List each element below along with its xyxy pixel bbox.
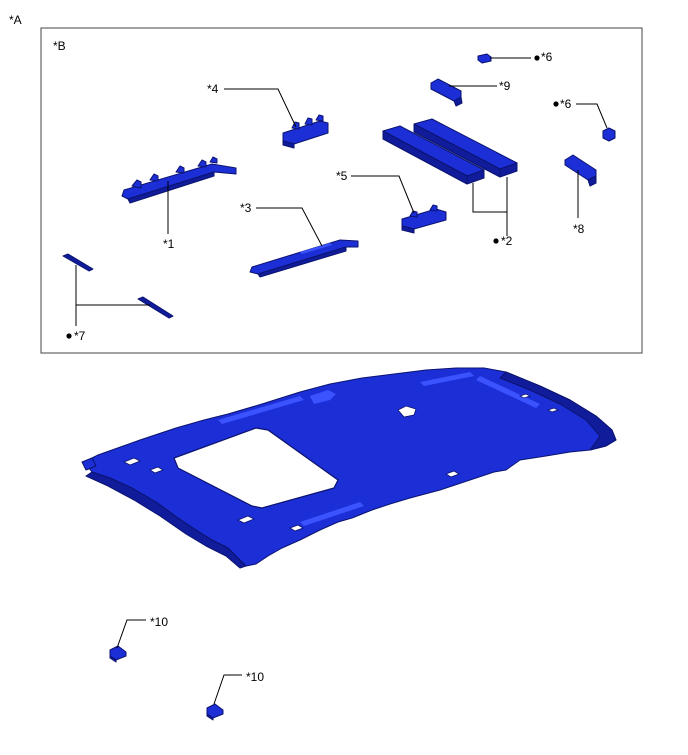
view-label-a: *A (9, 13, 22, 27)
leader-5 (351, 175, 415, 214)
leader-6b (576, 103, 608, 129)
part-6-clip-right (602, 127, 616, 142)
part-4-bracket (282, 114, 329, 149)
part-8-block (564, 154, 597, 187)
leader-7 (75, 265, 150, 326)
sunroof-opening (173, 427, 339, 509)
part-10-clip-b (206, 703, 224, 721)
bullet-2 (493, 238, 499, 244)
part-6-clip-top (477, 53, 492, 64)
leader-2 (472, 177, 508, 236)
part-5-bracket (401, 204, 447, 234)
callout-7: *7 (74, 329, 86, 343)
leader-4 (224, 88, 297, 128)
part-9-block (430, 78, 463, 107)
callout-9: *9 (499, 79, 511, 93)
callout-8: *8 (573, 222, 585, 236)
callout-3: *3 (240, 201, 252, 215)
inset-frame (40, 27, 643, 354)
leader-10a (116, 619, 146, 649)
view-label-b: *B (53, 39, 66, 53)
leader-10b (213, 674, 242, 705)
part-10-clip-a (109, 645, 127, 663)
part-2-pads (382, 118, 518, 185)
callout-10a: *10 (150, 615, 168, 629)
bullet-6a (534, 55, 540, 61)
part-1-bracket (121, 156, 237, 204)
callout-1: *1 (163, 237, 175, 251)
part-3-strip (249, 239, 359, 278)
callout-6b: *6 (560, 97, 572, 111)
callout-4: *4 (207, 82, 219, 96)
leader-3 (256, 207, 323, 247)
callout-2: *2 (501, 234, 513, 248)
bullet-6b (553, 101, 559, 107)
headliner-panel (81, 367, 617, 569)
callout-5: *5 (336, 169, 348, 183)
callout-6a: *6 (541, 50, 553, 64)
bullet-7 (66, 333, 72, 339)
callout-10b: *10 (246, 670, 264, 684)
part-7-strips (62, 253, 174, 319)
